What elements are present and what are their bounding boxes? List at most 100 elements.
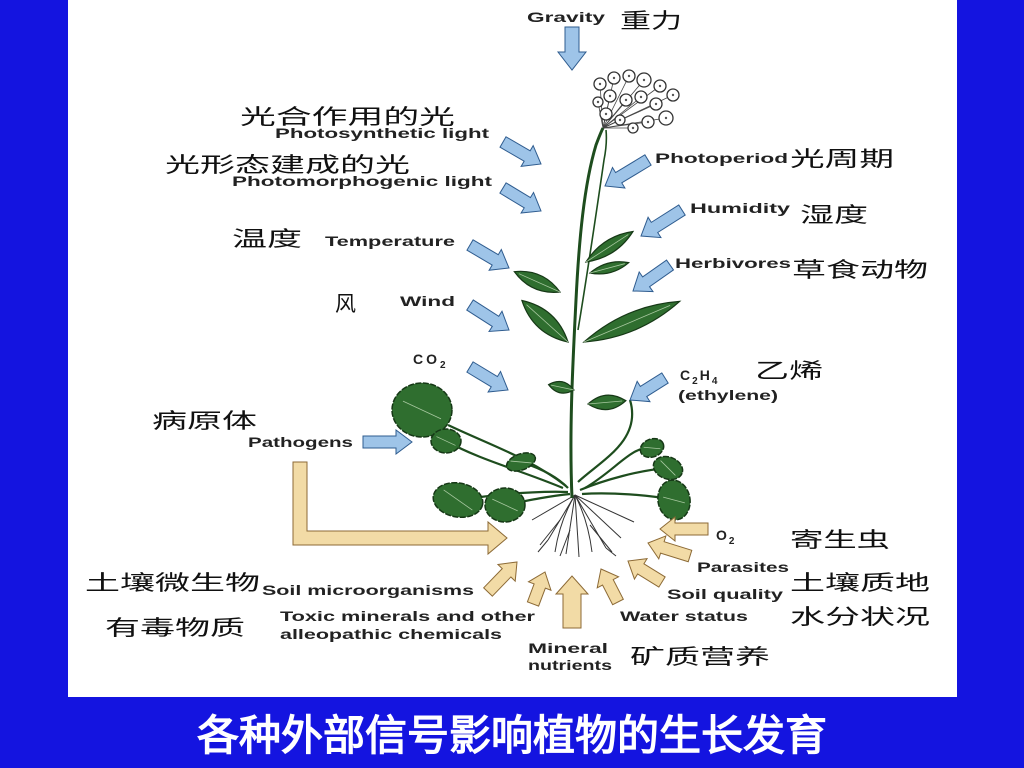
humidity-arrow: [640, 204, 686, 239]
ethylene-formula-h-subscript: 4: [712, 376, 720, 387]
parasites-label-zh: 寄生虫: [790, 528, 890, 552]
gravity-arrow: [556, 26, 588, 71]
pathogens-arrow: [362, 429, 413, 455]
plant-leaf-midrib: [585, 234, 629, 263]
photosynthetic-light-arrow: [499, 136, 542, 167]
plant-leaf-vein: [436, 436, 456, 446]
wind-label-zh: 风: [335, 292, 356, 316]
plant-flower-center: [608, 94, 612, 98]
temperature-label-zh: 温度: [232, 227, 302, 251]
o2-label: O2: [716, 527, 736, 547]
ethylene-label-en: (ethylene): [678, 387, 778, 403]
o2-arrow: [659, 515, 709, 543]
photoperiod-label-zh: 光周期: [790, 147, 894, 171]
plant-leaf-midrib: [526, 304, 569, 343]
photoperiod-arrow: [604, 154, 652, 189]
plant-flower-stalk: [602, 96, 642, 129]
plant-leaf-midrib: [583, 305, 671, 343]
soil-microorganisms-arrow: [482, 561, 518, 597]
herbivores-label-en: Herbivores: [675, 255, 791, 271]
parasites-arrow: [647, 535, 693, 563]
plant-flower-center: [639, 95, 643, 99]
gravity-label-zh: 重力: [620, 9, 682, 33]
plant-flower-center: [596, 100, 600, 104]
plant-leaf-midrib: [551, 384, 575, 391]
toxic-chemicals-arrow: [526, 571, 552, 607]
plant-leaves: [391, 230, 691, 523]
plant-leaf-midrib: [518, 273, 561, 293]
ethylene-formula-c: C: [680, 367, 692, 383]
ethylene-label-zh: 乙烯: [755, 359, 823, 383]
plant-leaf-vein: [443, 489, 473, 511]
wind-label-en: Wind: [400, 293, 455, 309]
mineral-nutrients-label-en-line1: Mineral: [528, 640, 608, 656]
co2-arrow: [466, 361, 509, 393]
photoperiod-label-en: Photoperiod: [655, 150, 788, 166]
soil-microorganisms-label-en: Soil microorganisms: [262, 582, 474, 598]
soil-quality-label-zh: 土壤质地: [790, 571, 930, 595]
co2-label-subscript: 2: [440, 360, 449, 371]
plant-leaf-vein: [643, 446, 661, 450]
plant-flower-center: [604, 112, 608, 116]
ethylene-formula-h: H: [700, 367, 712, 383]
plant-leaf-midrib: [587, 400, 623, 405]
humidity-label-zh: 湿度: [800, 203, 868, 227]
plant-leaf-vein: [492, 498, 518, 512]
soil-quality-label-en: Soil quality: [667, 586, 783, 602]
plant-flower-center: [646, 120, 650, 124]
plant-leaf-midrib: [589, 263, 625, 274]
ethylene-arrow: [629, 372, 669, 403]
plant-flower-center: [664, 116, 668, 120]
plant-secondary-stem: [577, 129, 608, 331]
photomorphogenic-light-arrow: [499, 182, 542, 214]
plant-flower-center: [612, 76, 616, 80]
temperature-label-en: Temperature: [325, 233, 455, 249]
humidity-label-en: Humidity: [690, 200, 790, 216]
plant-leaf-vein: [660, 460, 676, 476]
white-panel: [68, 0, 957, 697]
co2-label-main: CO: [413, 351, 440, 367]
toxic-chemicals-label-en-line2: alleopathic chemicals: [280, 626, 502, 642]
herbivores-arrow: [632, 259, 675, 293]
water-status-arrow: [596, 568, 625, 606]
plant-flower-center: [598, 82, 602, 86]
water-status-label-en: Water status: [620, 608, 748, 624]
plant-flower-center: [642, 78, 646, 82]
mineral-nutrients-label-zh: 矿质营养: [630, 645, 770, 669]
water-status-label-zh: 水分状况: [790, 605, 930, 629]
plant-roots: [531, 494, 635, 558]
plant-signal-diagram: Gravity 重力 光合作用的光 Photosynthetic light 光…: [68, 0, 957, 697]
photomorphogenic-light-label-en: Photomorphogenic light: [232, 173, 493, 189]
plant-leaf-vein: [510, 460, 532, 464]
soil-quality-arrow: [627, 558, 666, 588]
signal-arrows: [362, 26, 709, 629]
plant-flower-center: [631, 126, 635, 130]
o2-label-main: O: [716, 527, 729, 543]
plant-flower-center: [671, 93, 675, 97]
plant-flower-stalk: [602, 121, 649, 129]
parasites-label-en: Parasites: [697, 559, 789, 575]
plant-flower-stalk: [602, 85, 661, 129]
soil-microorganisms-label-zh: 土壤微生物: [85, 571, 260, 595]
wind-arrow: [466, 299, 510, 333]
co2-label: CO2: [413, 351, 449, 371]
mineral-nutrients-label-en-line2: nutrients: [528, 657, 612, 673]
photomorphogenic-light-label-zh: 光形态建成的光: [165, 153, 410, 177]
photosynthetic-light-label-en: Photosynthetic light: [275, 125, 490, 141]
mineral-nutrients-arrow: [554, 575, 590, 629]
temperature-arrow: [466, 239, 510, 271]
plant-leaf-vein: [402, 400, 442, 420]
plant-flower-center: [627, 74, 631, 78]
plant-leaf-vein: [663, 496, 685, 504]
o2-label-subscript: 2: [729, 536, 737, 547]
herbivores-label-zh: 草食动物: [792, 258, 928, 282]
slide-caption: 各种外部信号影响植物的生长发育: [196, 711, 827, 760]
toxic-chemicals-label-zh: 有毒物质: [105, 616, 245, 640]
ethylene-formula-c-subscript: 2: [692, 376, 700, 387]
toxic-chemicals-label-en-line1: Toxic minerals and other: [280, 608, 536, 624]
pathogens-soil-arrow: [292, 461, 508, 556]
plant-flower-center: [654, 102, 658, 106]
plant-flower-cluster: [592, 69, 680, 134]
plant-illustration: [391, 69, 691, 558]
photosynthetic-light-label-zh: 光合作用的光: [240, 105, 455, 129]
